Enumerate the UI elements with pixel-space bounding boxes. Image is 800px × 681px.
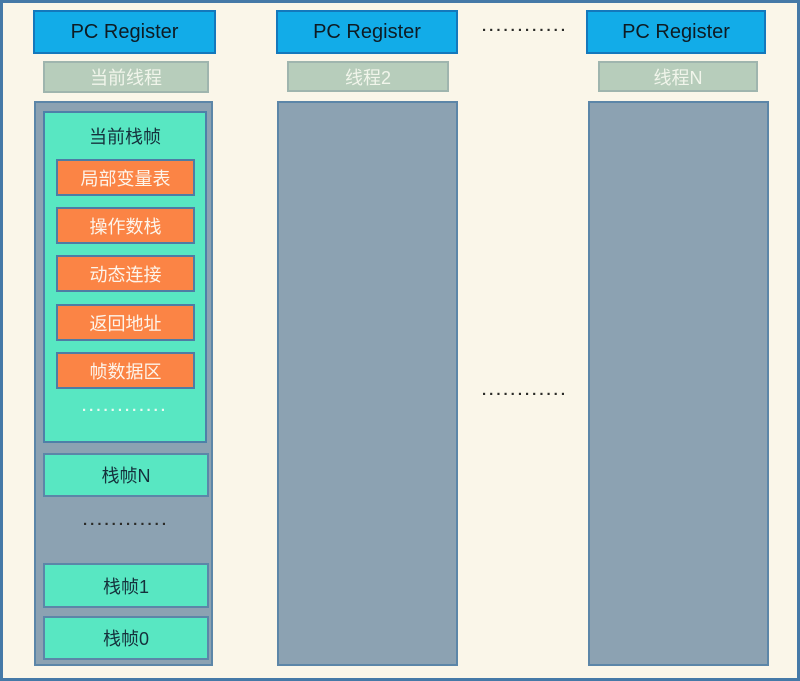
- stack-frame-n-box: 栈帧N: [43, 453, 209, 497]
- vm-stack-column-thread-n: [588, 101, 769, 666]
- frame-data-area-label: 帧数据区: [89, 361, 162, 382]
- local-variable-table-label: 局部变量表: [80, 168, 171, 189]
- middle-ellipsis-dots: ............: [481, 382, 568, 399]
- dynamic-linking-label: 动态连接: [89, 264, 162, 285]
- stack-frame-n-label: 栈帧N: [101, 466, 151, 486]
- frame-data-area-box: 帧数据区: [56, 352, 195, 389]
- pc-register-box-thread-n: PC Register: [586, 10, 766, 54]
- current-stack-frame-box: 当前栈帧 局部变量表 操作数栈 动态连接 返回地址 帧数据区 .........…: [43, 111, 207, 443]
- stack-frame-1-box: 栈帧1: [43, 563, 209, 608]
- stack-frames-ellipsis-dots: ............: [82, 512, 169, 529]
- vm-stack-column-thread-2: [277, 101, 458, 666]
- thread-label-text: 线程2: [344, 67, 391, 88]
- current-frame-ellipsis-dots: ............: [81, 398, 168, 415]
- operand-stack-box: 操作数栈: [56, 207, 195, 244]
- pc-register-box-current-thread: PC Register: [33, 10, 216, 54]
- thread-label-2: 线程2: [287, 61, 449, 92]
- top-ellipsis-dots: ............: [481, 18, 568, 35]
- return-address-box: 返回地址: [56, 304, 195, 341]
- local-variable-table-box: 局部变量表: [56, 159, 195, 196]
- pc-register-label: PC Register: [313, 20, 421, 43]
- thread-label-current: 当前线程: [43, 61, 209, 93]
- stack-frame-1-label: 栈帧1: [102, 576, 149, 597]
- pc-register-label: PC Register: [70, 20, 179, 43]
- operand-stack-label: 操作数栈: [89, 216, 162, 237]
- vm-stack-column-current-thread: 当前栈帧 局部变量表 操作数栈 动态连接 返回地址 帧数据区 .........…: [34, 101, 213, 666]
- pc-register-box-thread-2: PC Register: [276, 10, 458, 54]
- thread-label-text: 线程N: [653, 67, 703, 88]
- thread-label-n: 线程N: [598, 61, 758, 92]
- stack-frame-0-label: 栈帧0: [102, 629, 149, 649]
- stack-frame-0-box: 栈帧0: [43, 616, 209, 660]
- return-address-label: 返回地址: [89, 313, 162, 334]
- thread-label-text: 当前线程: [90, 68, 162, 88]
- current-stack-frame-title: 当前栈帧: [89, 127, 161, 147]
- dynamic-linking-box: 动态连接: [56, 255, 195, 292]
- pc-register-label: PC Register: [622, 20, 730, 43]
